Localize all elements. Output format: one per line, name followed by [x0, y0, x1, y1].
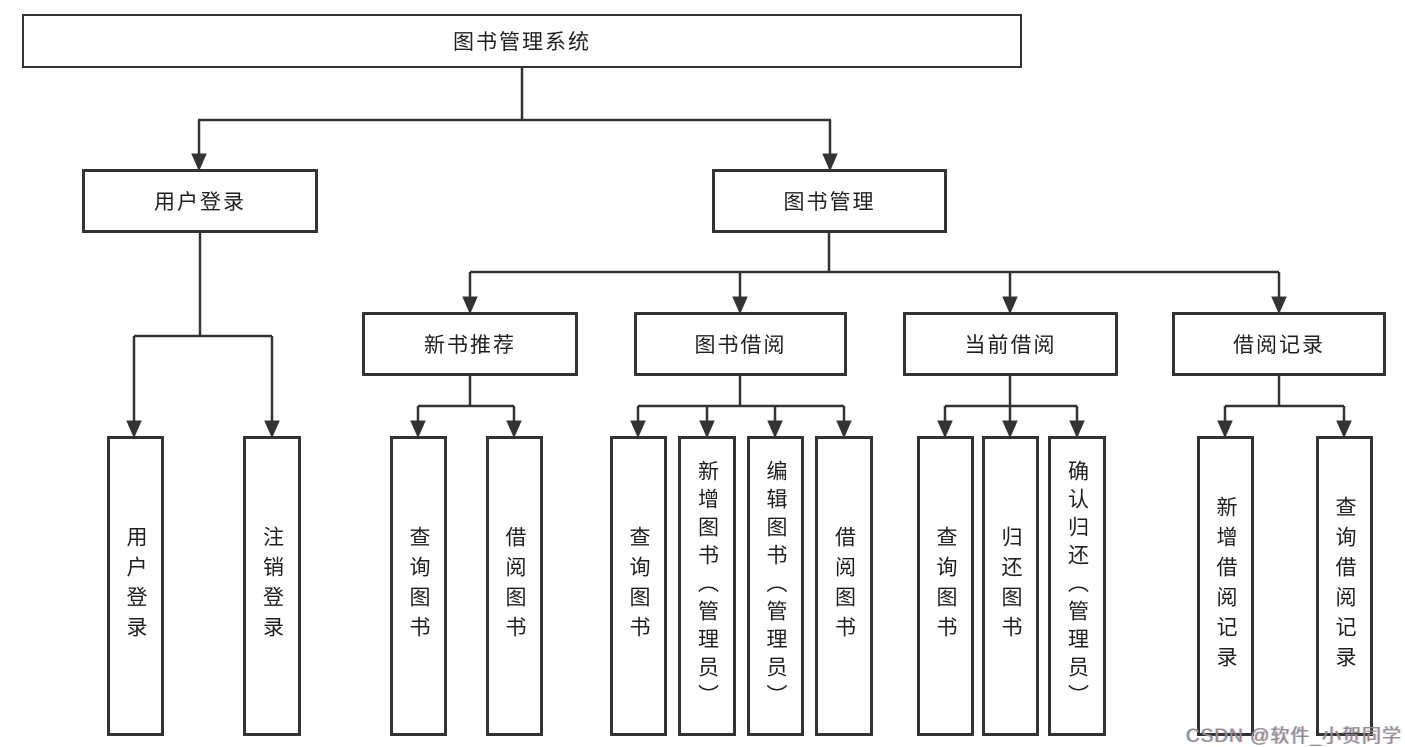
node-return-book: 归还图书: [982, 436, 1039, 736]
node-current-borrow: 当前借阅: [903, 312, 1118, 376]
node-logout-login: 注销登录: [243, 436, 301, 736]
node-new-book-recommend: 新书推荐: [362, 312, 578, 376]
node-borrow-books-recommend: 借阅图书: [486, 436, 543, 736]
node-confirm-return-admin: 确认归还（管理员）: [1048, 436, 1106, 736]
node-library-system: 图书管理系统: [22, 14, 1022, 68]
node-query-books-recommend: 查询图书: [390, 436, 447, 736]
node-borrow-records: 借阅记录: [1172, 312, 1386, 376]
node-query-books-borrow: 查询图书: [610, 436, 667, 736]
node-add-book-admin: 新增图书（管理员）: [678, 436, 736, 736]
node-add-borrow-record: 新增借阅记录: [1197, 436, 1254, 736]
node-query-books-current: 查询图书: [917, 436, 974, 736]
node-edit-book-admin: 编辑图书（管理员）: [747, 436, 804, 736]
csdn-watermark: CSDN @软件_小贺同学: [1186, 726, 1402, 747]
node-user-login-leaf: 用户登录: [107, 436, 164, 736]
node-book-management: 图书管理: [712, 169, 947, 233]
node-book-borrow: 图书借阅: [634, 312, 847, 376]
node-borrow-books-leaf: 借阅图书: [815, 436, 873, 736]
node-user-login: 用户登录: [82, 169, 318, 233]
node-query-borrow-record: 查询借阅记录: [1316, 436, 1373, 736]
